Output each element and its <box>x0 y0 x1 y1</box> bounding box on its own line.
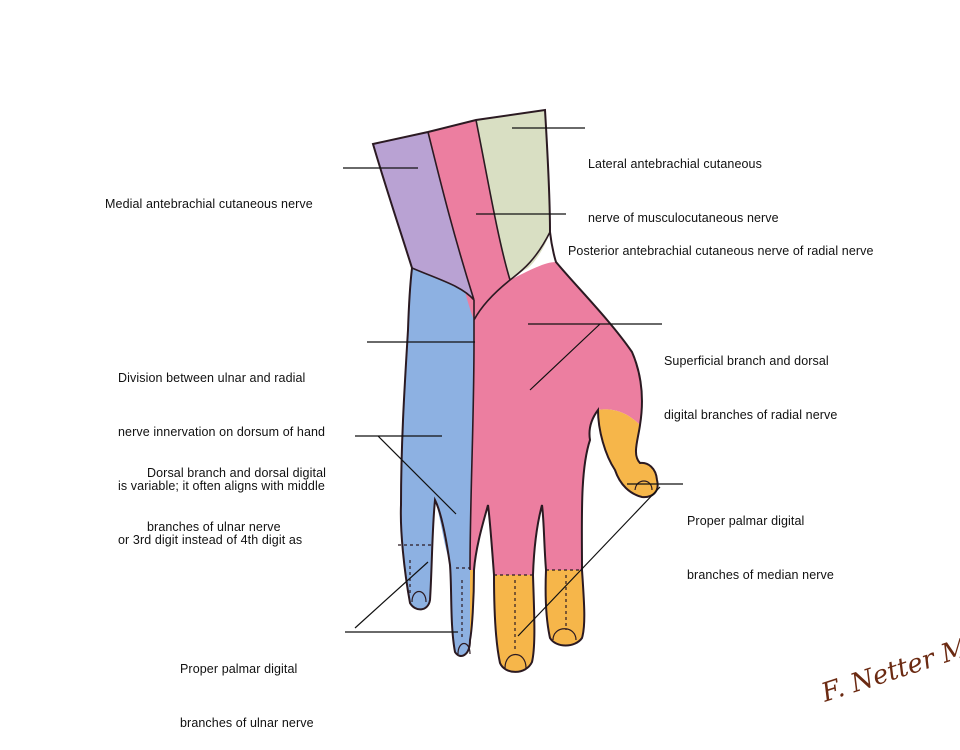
median-thumb-region <box>598 409 658 498</box>
median-middle-tip <box>494 575 535 672</box>
hand-outline <box>371 108 659 673</box>
medial-antebrachial-region <box>373 132 474 300</box>
leader-lines <box>343 127 683 637</box>
label-proper-palmar-ulnar: Proper palmar digital branches of ulnar … <box>180 662 314 730</box>
hand-innervation-diagram: F. Netter M.D. Medial antebrachial cutan… <box>105 108 960 730</box>
svg-text:F. Netter M.D.: F. Netter M.D. <box>817 622 960 709</box>
hand-illustration: F. Netter M.D. <box>343 108 960 709</box>
netter-signature: F. Netter M.D. <box>817 622 960 709</box>
fingernails <box>411 480 653 669</box>
median-index-tip <box>545 570 585 646</box>
dashed-joint-lines <box>398 544 582 650</box>
lateral-antebrachial-region <box>476 110 550 280</box>
radial-nerve-region <box>428 120 642 575</box>
label-posterior-antebrachial: Posterior antebrachial cutaneous nerve o… <box>568 244 874 258</box>
label-medial-antebrachial: Medial antebrachial cutaneous nerve <box>105 197 313 211</box>
label-dorsal-ulnar: Dorsal branch and dorsal digital branche… <box>147 466 326 534</box>
boundary-lines <box>411 119 551 571</box>
ulnar-nerve-region <box>400 268 474 656</box>
label-superficial-radial: Superficial branch and dorsal digital br… <box>664 354 838 422</box>
label-division-note: Division between ulnar and radial nerve … <box>118 371 326 547</box>
label-proper-palmar-median: Proper palmar digital branches of median… <box>687 514 834 582</box>
label-lateral-antebrachial: Lateral antebrachial cutaneous nerve of … <box>588 157 779 225</box>
